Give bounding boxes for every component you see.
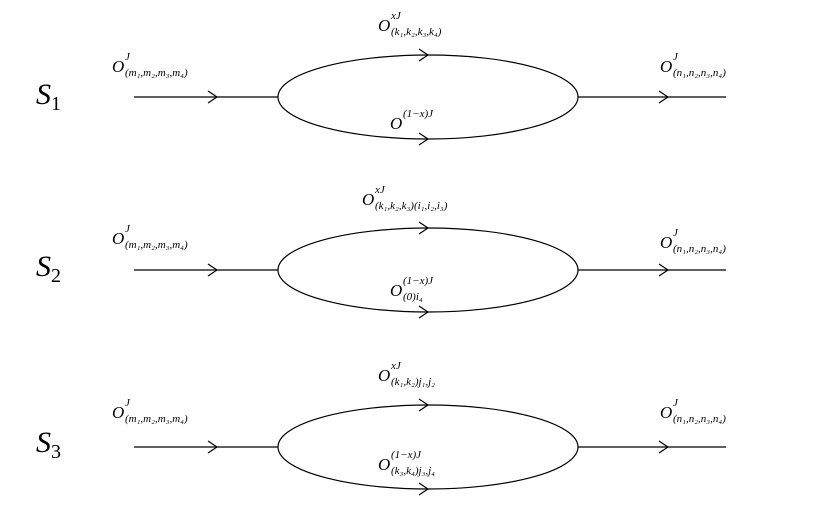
top-loop-operator-sub: (k₁,k₂,k₃)(i₁,i₂,i₃) (375, 200, 448, 212)
row-label-s2: S2 (36, 250, 61, 287)
row-label-index: 3 (51, 441, 61, 463)
outgoing-operator-base: O (660, 57, 673, 76)
outgoing-arrow (658, 440, 670, 454)
incoming-operator-sup: J (125, 397, 130, 409)
row-label-index: 1 (51, 93, 61, 115)
loop-ellipse (277, 54, 579, 140)
incoming-operator-sup: J (125, 223, 130, 235)
bottom-loop-operator-base: O (390, 114, 403, 133)
top-loop-operator-base: O (362, 190, 375, 209)
bottom-loop-operator-base: O (390, 281, 403, 300)
bottom-loop-arrow (418, 482, 430, 496)
incoming-operator-base: O (112, 229, 125, 248)
outgoing-operator-sub: (n₁,n₂,n₃,n₄) (673, 413, 726, 425)
loop-ellipse (277, 227, 579, 313)
bottom-loop-arrow (418, 132, 430, 146)
bottom-loop-operator-sub: (k₃,k₄)j₃,j₄ (391, 465, 435, 477)
bottom-loop-operator-sup: (1−x)J (403, 275, 434, 287)
row-label-letter: S (36, 250, 51, 283)
incoming-arrow (207, 90, 219, 104)
outgoing-operator-base: O (660, 403, 673, 422)
incoming-arrow (207, 440, 219, 454)
outgoing-operator-sup: J (673, 227, 678, 239)
bottom-loop-operator-base: O (378, 455, 391, 474)
top-loop-arrow (418, 398, 430, 412)
top-loop-arrow (418, 48, 430, 62)
outgoing-operator-sup: J (673, 51, 678, 63)
top-loop-operator-base: O (378, 366, 391, 385)
row-label-s1: S1 (36, 78, 61, 115)
outgoing-operator-sup: J (673, 397, 678, 409)
top-loop-operator-sub: (k₁,k₂,k₃,k₄) (391, 26, 442, 38)
incoming-operator-base: O (112, 403, 125, 422)
bottom-loop-operator-sup: (1−x)J (403, 108, 434, 120)
top-loop-operator-sup: xJ (391, 360, 401, 372)
top-loop-arrow (418, 221, 430, 235)
top-loop-operator-sup: xJ (391, 10, 401, 22)
row-label-s3: S3 (36, 426, 61, 463)
bottom-loop-operator: O(1−x)J (0)i₄ (390, 276, 433, 303)
outgoing-operator-sub: (n₁,n₂,n₃,n₄) (673, 67, 726, 79)
bottom-loop-operator: O(1−x)J (k₃,k₄)j₃,j₄ (378, 450, 435, 477)
bottom-loop-operator: O(1−x)J (390, 109, 433, 133)
incoming-operator-sub: (m₁,m₂,m₃,m₄) (125, 67, 188, 79)
incoming-operator-sup: J (125, 51, 130, 63)
top-loop-operator-sup: xJ (375, 184, 385, 196)
incoming-operator-sub: (m₁,m₂,m₃,m₄) (125, 239, 188, 251)
bottom-loop-operator-sup: (1−x)J (391, 449, 422, 461)
top-loop-operator-base: O (378, 16, 391, 35)
outgoing-arrow (658, 263, 670, 277)
row-label-letter: S (36, 426, 51, 459)
incoming-operator-base: O (112, 57, 125, 76)
row-label-letter: S (36, 78, 51, 111)
incoming-operator-sub: (m₁,m₂,m₃,m₄) (125, 413, 188, 425)
bottom-loop-operator-sub: (0)i₄ (403, 291, 423, 303)
outgoing-operator-sub: (n₁,n₂,n₃,n₄) (673, 243, 726, 255)
outgoing-operator-base: O (660, 233, 673, 252)
bottom-loop-arrow (418, 305, 430, 319)
incoming-arrow (207, 263, 219, 277)
outgoing-arrow (658, 90, 670, 104)
top-loop-operator-sub: (k₁,k₂)j₁,j₂ (391, 376, 435, 388)
row-label-index: 2 (51, 265, 61, 287)
